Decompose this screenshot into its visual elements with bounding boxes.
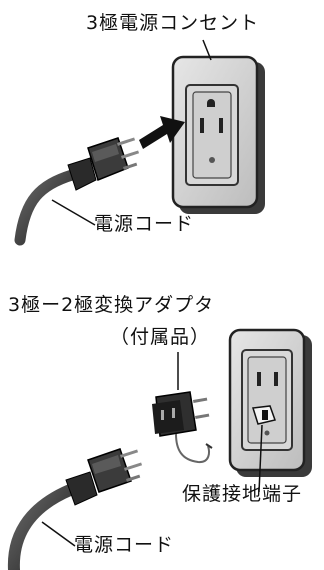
bottom-wall-outlet: [228, 328, 312, 477]
bottom-cord-leader-line: [41, 521, 76, 547]
top-cord-leader-line: [51, 199, 96, 226]
outlet-leader-line: [202, 39, 212, 61]
adapter-note: （付属品）: [110, 326, 211, 348]
ground-leader-line: [258, 424, 263, 493]
insert-arrow: [139, 116, 185, 149]
adapter-label: 3極ー2極変換アダプタ: [8, 294, 215, 316]
bottom-power-plug: [7, 448, 143, 570]
outlet-label: 3極電源コンセント: [86, 12, 260, 34]
top-cord-label: 電源コード: [94, 213, 195, 235]
bottom-cord-label: 電源コード: [74, 534, 175, 556]
top-power-plug: [14, 137, 140, 246]
top-wall-outlet: [171, 55, 265, 214]
conversion-adapter: [152, 391, 213, 464]
ground-terminal-label: 保護接地端子: [182, 483, 303, 505]
